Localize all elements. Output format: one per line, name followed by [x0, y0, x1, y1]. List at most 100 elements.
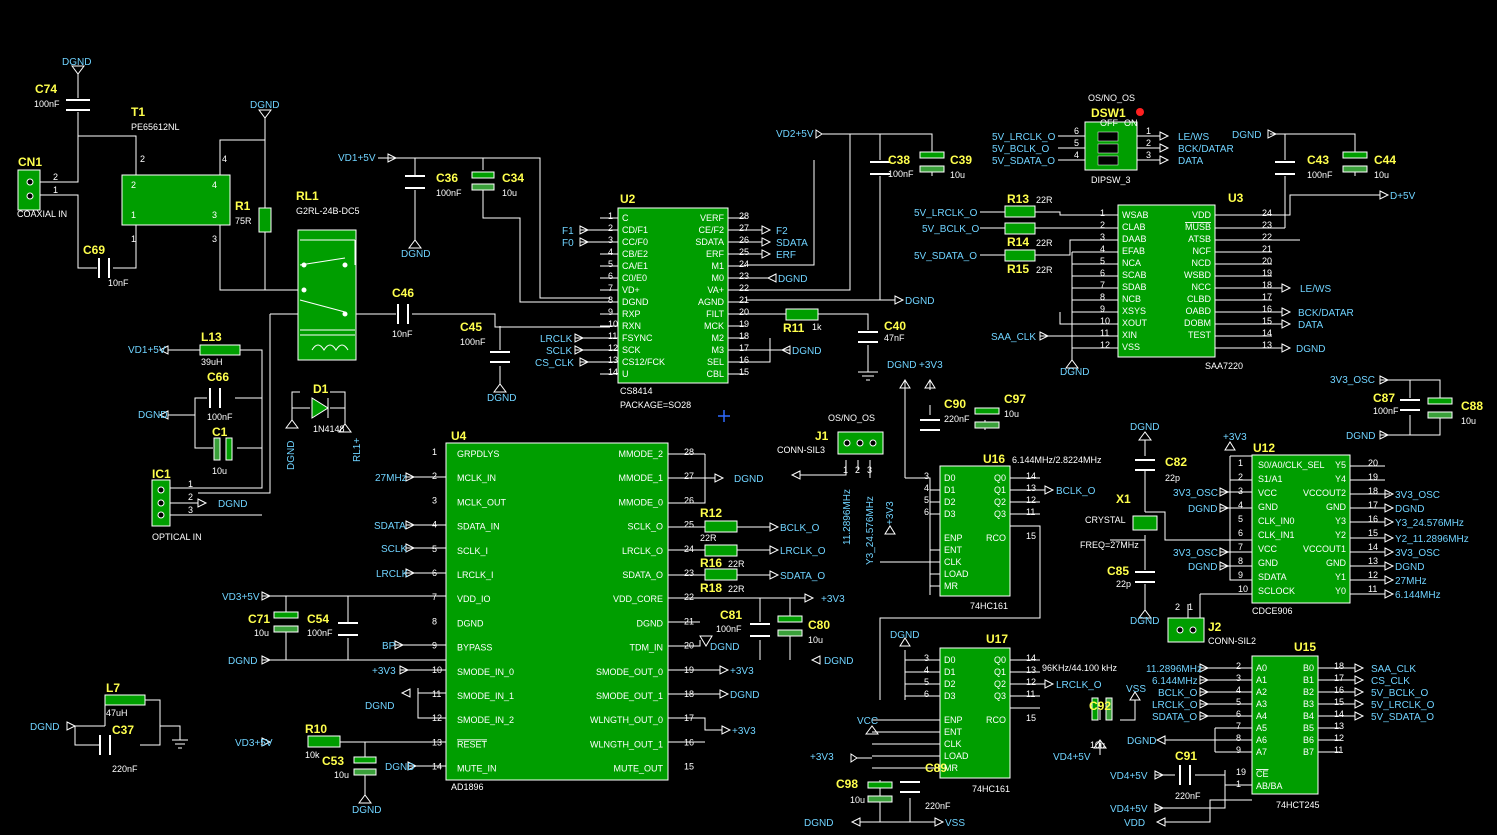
u12-pin-num-l9: 10	[1238, 584, 1248, 594]
r12-body	[704, 520, 738, 533]
components	[17, 99, 1453, 803]
r1-body	[258, 207, 272, 233]
u3-pin-num-l6: 7	[1100, 280, 1105, 290]
net-csclk: CS_CLK	[535, 358, 574, 369]
u2-pin-num-r2: 26	[739, 235, 749, 245]
u4-pin-num-l8: 9	[432, 641, 437, 651]
ref-c43: C43	[1307, 153, 1329, 167]
u12-pin-name-r0: Y5	[1335, 460, 1346, 470]
u3-pin-name-l4: NCA	[1122, 258, 1141, 268]
dsw1-pin-l1: 5	[1074, 138, 1079, 148]
net-erf: ERF	[776, 250, 796, 261]
net-dgnd-2: DGND	[250, 100, 279, 111]
u16-pin-name-l0: D0	[944, 473, 956, 483]
net-dgnd-24: DGND	[890, 630, 919, 641]
ref-u15: U15	[1294, 640, 1316, 654]
t1-body	[121, 174, 231, 226]
val-u17: 74HC161	[972, 784, 1010, 794]
net-lrclko-1: LRCLK_O	[780, 546, 826, 557]
net-lrclk-1: LRCLK	[540, 334, 573, 345]
u3-body	[1117, 204, 1216, 358]
val-c81: 100nF	[716, 624, 742, 634]
u12-pin-num-r5: 15	[1368, 528, 1378, 538]
net-rl1plus: RL1+	[352, 438, 363, 462]
u12-pin-name-l4: CLK_IN0	[1258, 516, 1295, 526]
val-c43: 100nF	[1307, 170, 1333, 180]
net-33-5: +3V3	[919, 360, 943, 371]
net-vd2: VD2+5V	[776, 129, 814, 140]
net-dgnd-27: DGND	[1130, 616, 1159, 627]
u12-pin-num-r9: 11	[1368, 584, 1377, 594]
u2-pin-num-r11: 17	[739, 343, 749, 353]
u12-pin-name-l5: CLK_IN1	[1258, 530, 1295, 540]
net-33-7: +3V3	[810, 752, 834, 763]
u2-pin-num-l6: 7	[608, 283, 613, 293]
u4-pin-name-r12: WLNGTH_OUT_1	[590, 739, 663, 749]
dsw1-marker-icon	[1136, 108, 1144, 116]
net-33-2: +3V3	[821, 594, 845, 605]
ref-r18: R18	[700, 581, 722, 595]
u2-pin-num-r6: 22	[739, 283, 749, 293]
u16-pin-num-r4: 15	[1026, 531, 1036, 541]
u12-pin-name-r3: GND	[1326, 502, 1347, 512]
u4-pin-name-l3: SDATA_IN	[457, 522, 500, 532]
u4-pin-name-r13: MUTE_OUT	[614, 764, 664, 774]
val-c54: 100nF	[307, 628, 333, 638]
val-c98: 10u	[850, 795, 865, 805]
u4-pin-num-r2: 26	[684, 495, 694, 505]
ref-c38: C38	[888, 153, 910, 167]
ref-c45: C45	[460, 320, 482, 334]
ref-c87: C87	[1373, 391, 1395, 405]
u3-pin-name-l11: VSS	[1122, 342, 1140, 352]
u2-pin-name-r6: VA+	[707, 285, 724, 295]
u16-pin-name-r3: Q3	[994, 509, 1006, 519]
u2-pin-num-l3: 4	[608, 247, 613, 257]
u4-pin-name-l10: SMODE_IN_1	[457, 691, 514, 701]
u2-pin-num-r4: 24	[739, 259, 749, 269]
u4-pin-num-l12: 13	[432, 737, 442, 747]
net-dgnd-22: DGND	[30, 722, 59, 733]
u2-pin-num-r9: 19	[739, 319, 749, 329]
u3-pin-num-r10: 14	[1262, 328, 1272, 338]
u12-pin-name-r9: Y0	[1335, 586, 1346, 596]
val-c92: 10u	[1090, 740, 1105, 750]
val-r13: 22R	[1036, 195, 1053, 205]
val-c90: 220nF	[944, 414, 970, 424]
net-6mhz-2: 6.144MHz	[1152, 676, 1198, 687]
val-c44: 10u	[1374, 170, 1389, 180]
u3-pin-num-l4: 5	[1100, 256, 1105, 266]
u4-pin-name-l13: MUTE_IN	[457, 764, 497, 774]
net-bclko-3: BCLK_O	[1158, 688, 1198, 699]
ref-u17: U17	[986, 632, 1008, 646]
u17-pin-name-l3: D3	[944, 691, 956, 701]
u2-pin-name-r9: MCK	[704, 321, 724, 331]
net-vd1-2: VD1+5V	[128, 345, 166, 356]
u4-pin-name-l1: MCLK_IN	[457, 473, 496, 483]
val-c88: 10u	[1461, 416, 1476, 426]
u15-pin-num-l8: 19	[1236, 767, 1246, 777]
u15-pin-num-r4: 14	[1334, 709, 1344, 719]
net-33osc-1: 3V3_OSC	[1173, 488, 1218, 499]
val-r12: 22R	[700, 533, 717, 543]
svg-text:1: 1	[188, 479, 193, 489]
u3-pin-num-l5: 6	[1100, 268, 1105, 278]
u16-pin-name-r0: Q0	[994, 473, 1006, 483]
net-y3: Y3_24.576MHz	[1395, 518, 1464, 529]
ref-c92: C92	[1089, 699, 1111, 713]
u16-pin-num-l1: 4	[924, 483, 929, 493]
ref-c46: C46	[392, 286, 414, 300]
u15-pin-name-r2: B2	[1303, 687, 1314, 697]
u15-pin-name-l0: A0	[1256, 663, 1267, 673]
u15-pin-name-r7: B7	[1303, 747, 1314, 757]
u2-pin-num-l13: 14	[608, 367, 618, 377]
net-sdatao-2: SDATA_O	[1152, 712, 1197, 723]
val-c87: 100nF	[1373, 406, 1399, 416]
net-labels: DGND DGND VD1+5V VD2+5V DGND DGND VD1+5V…	[30, 57, 1469, 829]
u2-pin-name-r12: SEL	[707, 357, 724, 367]
u3-pin-num-r7: 17	[1262, 292, 1272, 302]
u12-pin-num-l8: 9	[1238, 570, 1243, 580]
ref-c85: C85	[1107, 564, 1129, 578]
u17-pin-name-l8: MR	[944, 763, 958, 773]
val-r10: 10k	[305, 750, 320, 760]
u16-pin-name-r1: Q1	[994, 485, 1006, 495]
